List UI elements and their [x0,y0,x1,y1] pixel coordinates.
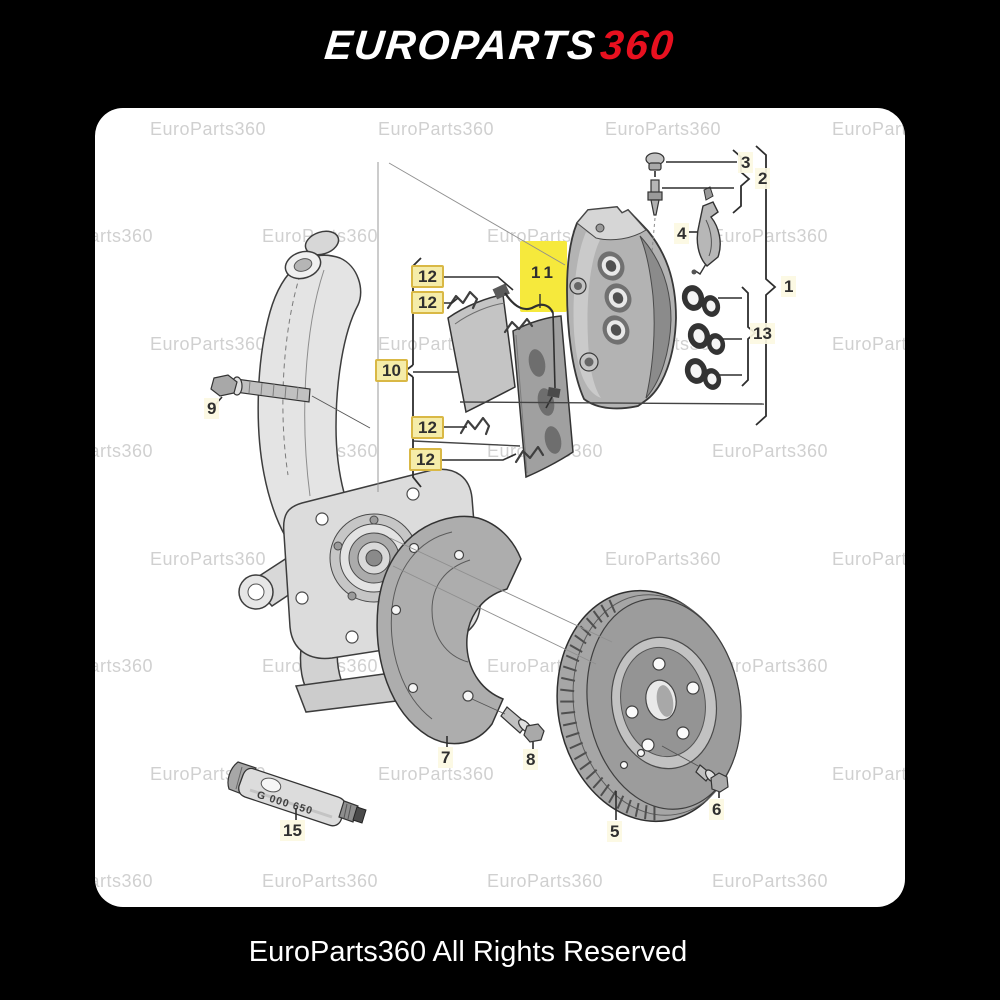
watermark-text: EuroParts360 [712,226,829,246]
callout-15: 15 [280,820,305,841]
watermark-text: EuroParts360 [487,656,604,676]
watermark-text: EuroParts360 [262,871,379,891]
watermark-text: EuroParts360 [605,334,722,354]
callout-6: 6 [709,799,725,820]
copyright-text: EuroParts360 All Rights Reserved [248,936,688,968]
callout-5: 5 [607,821,623,842]
watermark-text: EuroParts360 [832,119,905,139]
watermark-text: EuroParts360 [150,549,267,569]
watermark-text: EuroParts360 [150,119,267,139]
watermark-text: EuroParts360 [487,871,604,891]
callout-10: 10 [375,359,408,382]
watermark-text: EuroParts360 [95,656,154,676]
callout-4: 4 [674,223,690,244]
watermark-text: EuroParts360 [262,441,379,461]
callout-12-d: 12 [409,448,442,471]
watermark-text: EuroParts360 [832,764,905,784]
watermark-text: EuroParts360 [378,764,495,784]
watermark-text: EuroParts360 [832,549,905,569]
callout-7: 7 [438,747,454,768]
watermark-text: EuroParts360 [712,441,829,461]
watermark-text: EuroParts360 [95,226,154,246]
callout-8: 8 [523,749,539,770]
watermark-text: EuroParts360 [95,871,154,891]
watermark-text: EuroParts360 [150,334,267,354]
watermark-text: EuroParts360 [712,656,829,676]
callout-13: 13 [750,323,775,344]
watermark-text: EuroParts360 [262,656,379,676]
logo-text-accent: 360 [598,22,678,68]
callout-12-a: 12 [411,265,444,288]
callout-9: 9 [204,398,220,419]
watermark-text: EuroParts360 [487,226,604,246]
callout-12-b: 12 [411,291,444,314]
watermark-text: EuroParts360 [378,334,495,354]
callout-1: 1 [781,276,797,297]
watermark-text: EuroParts360 [605,549,722,569]
callout-3: 3 [738,152,754,173]
watermark-text: EuroParts360 [832,334,905,354]
watermark-text: EuroParts360 [95,441,154,461]
watermark-text: EuroParts360 [378,119,495,139]
watermark-text: EuroParts360 [378,549,495,569]
watermark-text: EuroParts360 [262,226,379,246]
watermark-text: EuroParts360 [605,764,722,784]
watermark-text: EuroParts360 [605,119,722,139]
callout-2: 2 [755,168,771,189]
callout-11: 11 [531,263,557,282]
logo-text-primary: EUROPARTS [322,22,600,68]
logo: EUROPARTS360 [0,22,1000,69]
watermark-text: EuroParts360 [712,871,829,891]
callout-12-c: 12 [411,416,444,439]
watermark-text: EuroParts360 [150,764,267,784]
watermark-text: EuroParts360 [487,441,604,461]
